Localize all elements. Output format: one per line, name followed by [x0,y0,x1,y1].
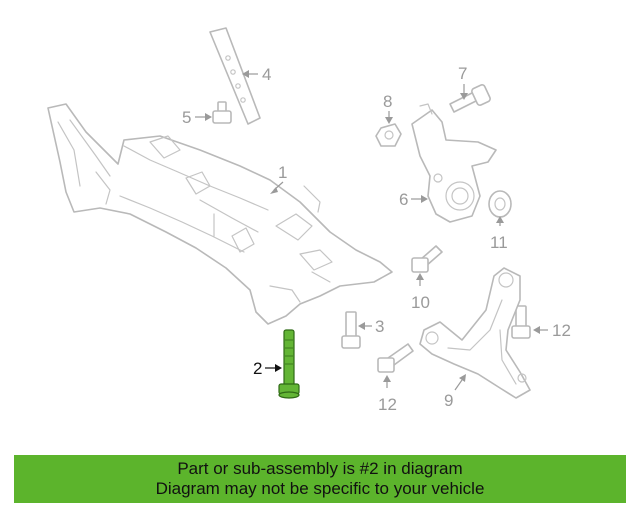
callout-1: 1 [270,163,287,194]
bolt-part-2-highlighted[interactable] [278,329,300,399]
callout-label: 9 [444,391,453,410]
callout-label: 12 [552,321,571,340]
callout-label: 8 [383,92,392,111]
callout-3: 3 [358,317,384,336]
callout-label: 6 [399,190,408,209]
banner-line-disclaimer: Diagram may not be specific to your vehi… [155,479,485,498]
callout-9: 9 [444,374,466,410]
callout-12-lower: 12 [378,375,397,414]
nut-part-8[interactable] [375,123,402,147]
bushing-part-11[interactable] [488,190,512,218]
crossmember-part-1[interactable] [47,103,393,325]
callout-label: 5 [182,108,191,127]
bolt-part-3[interactable] [341,311,361,349]
callout-11: 11 [490,216,508,252]
info-banner: Part or sub-assembly is #2 in diagram Di… [14,455,626,503]
callout-label: 11 [490,233,508,252]
callout-4: 4 [242,65,271,84]
bolt-part-10[interactable] [411,245,443,273]
callout-8: 8 [383,92,393,124]
callout-6: 6 [399,190,428,209]
bolt-part-12-lower[interactable] [377,343,414,373]
callout-12-upper: 12 [533,321,571,340]
callout-2: 2 [253,359,282,378]
banner-line-part-reference: Part or sub-assembly is #2 in diagram [177,459,463,478]
knuckle-part-6[interactable] [411,103,497,223]
callout-label: 4 [262,65,271,84]
callout-7: 7 [458,64,468,100]
bracket-part-4[interactable] [209,27,261,125]
callout-10: 10 [411,273,430,312]
callout-label: 7 [458,64,467,83]
callout-label: 12 [378,395,397,414]
callout-label: 1 [278,163,287,182]
callout-5: 5 [182,108,212,127]
callout-label: 10 [411,293,430,312]
callout-label: 3 [375,317,384,336]
parts-diagram: 1 2 3 4 5 6 7 8 9 [47,27,571,414]
bolt-part-7[interactable] [449,84,491,113]
bolt-part-5[interactable] [212,101,232,124]
control-arm-part-9[interactable] [419,267,531,399]
callout-label: 2 [253,359,262,378]
bolt-part-12-upper[interactable] [511,305,531,339]
